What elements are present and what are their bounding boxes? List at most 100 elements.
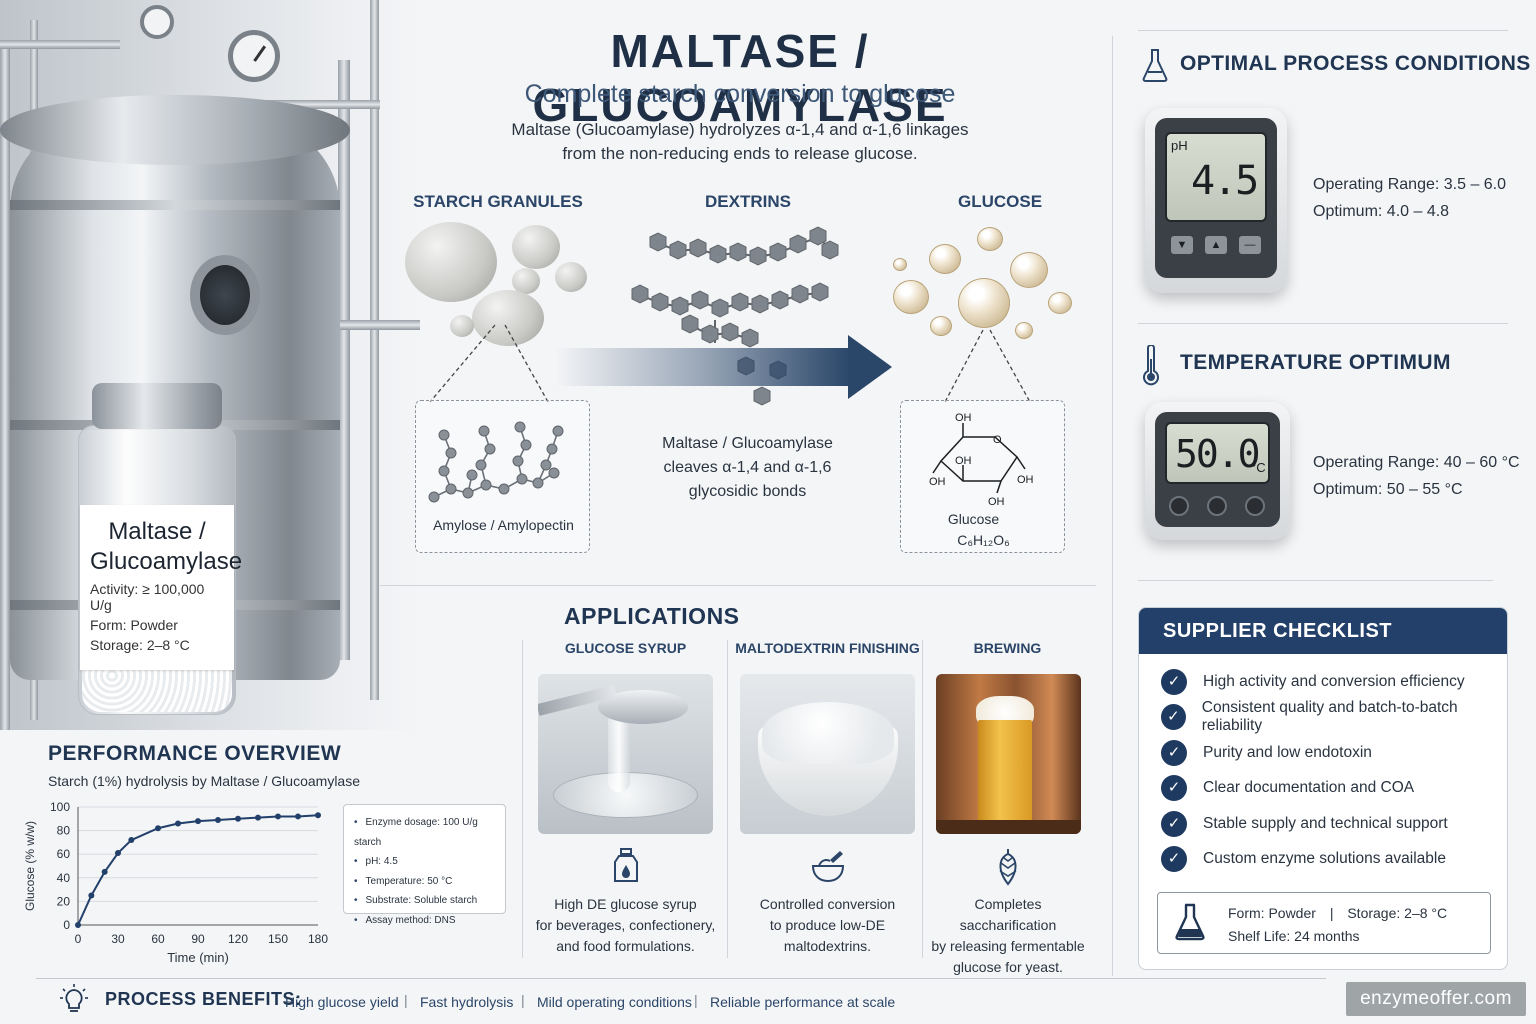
data-point: [155, 825, 161, 832]
bar-counter: [936, 820, 1081, 834]
data-point: [295, 813, 301, 820]
page-title: MALTASE / GLUCOAMYLASE: [532, 25, 948, 131]
checklist-item: ✓ Custom enzyme solutions available: [1139, 842, 1507, 878]
reaction-arrow-shaft: [555, 348, 850, 386]
application-brewing: BREWING Completes saccharification by re…: [910, 640, 1105, 978]
check-icon: ✓: [1161, 739, 1187, 766]
vial-cap: [92, 383, 222, 429]
data-point: [175, 820, 181, 827]
ph-meter-face: pH 4.5 ▼ ▲ —: [1155, 118, 1277, 278]
pipe: [338, 60, 350, 660]
hop-icon: [988, 848, 1028, 888]
checklist-item: ✓Stable supply and technical support: [1139, 806, 1507, 842]
connector-lines: [429, 324, 1031, 403]
check-icon: ✓: [1161, 846, 1187, 873]
desc-line: Completes saccharification: [959, 896, 1057, 933]
assay-condition: Substrate: Soluble starch: [354, 891, 495, 911]
ph-mode-button[interactable]: —: [1239, 236, 1261, 254]
pipe: [0, 40, 10, 730]
benefit-separator: |: [694, 992, 698, 1008]
glucose-droplet: [977, 227, 1003, 251]
checklist-item-text: Stable supply and technical support: [1203, 814, 1448, 832]
bottle-drop-icon: [606, 848, 646, 888]
application-name: GLUCOSE SYRUP: [564, 640, 687, 656]
hydroxyl-label: OH: [1017, 474, 1034, 486]
ph-section-title: OPTIMAL PROCESS CONDITIONS: [1180, 52, 1531, 75]
hydroxyl-label: OH: [988, 496, 1005, 508]
y-tick-label: 40: [57, 871, 71, 885]
stage-label-starch: STARCH GRANULES: [413, 192, 583, 211]
temperature-meter-face: 50.0 °C: [1155, 412, 1280, 527]
data-point: [88, 892, 95, 899]
glucose-droplet: [1010, 252, 1048, 288]
applications-title: APPLICATIONS: [564, 603, 740, 629]
temperature-button[interactable]: [1207, 496, 1227, 516]
desc-line: for beverages, confectionery,: [535, 917, 716, 933]
section-divider: [1112, 36, 1113, 976]
pipe: [0, 40, 120, 49]
temperature-meter-screen: 50.0 °C: [1165, 422, 1270, 484]
syrup-stream: [608, 704, 630, 792]
mechanism-line: cleaves α-1,4 and α-1,6: [663, 459, 832, 476]
application-maltodextrin: MALTODEXTRIN FINISHING Controlled conver…: [730, 640, 925, 957]
brewing-photo: [936, 674, 1081, 834]
app-divider: [522, 640, 523, 958]
footer-divider: [36, 978, 1326, 979]
desc-line: glucose for yeast.: [953, 959, 1063, 975]
assay-condition: Assay method: DNS: [354, 911, 495, 931]
glucose-syrup-photo: [538, 674, 713, 834]
glucose-droplet: [1048, 292, 1072, 314]
checklist-item: ✓Clear documentation and COA: [1139, 771, 1507, 807]
spec-form: Form: Powder: [1228, 905, 1316, 921]
application-glucose-syrup: GLUCOSE SYRUP High DE glucose syrup for …: [528, 640, 723, 957]
powder-mound: [762, 702, 894, 764]
checklist-item-text: Purity and low endotoxin: [1203, 743, 1372, 761]
ph-down-button[interactable]: ▼: [1171, 236, 1193, 254]
benefit-item: Mild operating conditions: [537, 994, 692, 1010]
glucose-label: Glucose: [947, 511, 1000, 527]
assay-conditions-box: Enzyme dosage: 100 U/g starch pH: 4.5 Te…: [343, 804, 506, 926]
x-tick-label: 0: [75, 932, 82, 946]
pressure-gauge-icon: [228, 30, 280, 82]
spec-shelf-life: Shelf Life: 24 months: [1228, 928, 1360, 944]
vial-product-name: Maltase /: [108, 518, 206, 545]
section-divider: [1138, 580, 1493, 581]
temperature-unit: °C: [1251, 460, 1266, 475]
y-tick-label: 80: [57, 824, 71, 838]
y-axis-label: Glucose (% w/w): [23, 821, 37, 911]
ph-up-button[interactable]: ▲: [1205, 236, 1227, 254]
checklist-item-text: High activity and conversion efficiency: [1203, 672, 1465, 690]
checklist-item-text: Custom enzyme solutions available: [1203, 850, 1446, 868]
benefit-item: Reliable performance at scale: [710, 994, 896, 1010]
app-divider: [727, 640, 728, 958]
checklist-item: ✓Consistent quality and batch-to-batch r…: [1139, 699, 1507, 736]
data-point: [275, 813, 281, 820]
starch-granule: [512, 268, 540, 294]
benefit-item: Fast hydrolysis: [420, 994, 514, 1010]
x-tick-label: 60: [151, 932, 165, 946]
temperature-meter-value: 50.0: [1175, 432, 1261, 476]
application-name: BREWING: [973, 640, 1042, 656]
spec-line: Form: Powder | Storage: 2–8 °C: [1228, 905, 1447, 921]
ph-operating-range: Operating Range: 3.5 – 6.0: [1313, 176, 1507, 193]
desc-line: High DE glucose syrup: [554, 896, 697, 912]
temperature-button[interactable]: [1169, 496, 1189, 516]
temperature-button[interactable]: [1245, 496, 1265, 516]
page-description: Maltase (Glucoamylase) hydrolyzes α-1,4 …: [420, 118, 1060, 166]
mechanism-line: glycosidic bonds: [688, 483, 807, 500]
application-description: Completes saccharification by releasing …: [928, 894, 1088, 978]
benefit-item: High glucose yield: [285, 994, 399, 1010]
maltodextrin-photo: [740, 674, 915, 834]
x-tick-label: 150: [268, 932, 288, 946]
section-divider: [1138, 30, 1508, 31]
ph-meter-label: pH: [1171, 138, 1188, 153]
data-point: [235, 815, 241, 822]
y-tick-label: 100: [50, 800, 70, 814]
mechanism-line: Maltase / Glucoamylase: [662, 435, 833, 452]
temperature-section-title: TEMPERATURE OPTIMUM: [1180, 351, 1451, 374]
data-point: [115, 850, 121, 857]
mechanism-description: Maltase / Glucoamylase cleaves α-1,4 and…: [630, 432, 865, 504]
dextrin-chains-illustration: [631, 226, 839, 406]
x-tick-label: 90: [191, 932, 205, 946]
vial-storage: Storage: 2–8 °C: [90, 637, 190, 653]
